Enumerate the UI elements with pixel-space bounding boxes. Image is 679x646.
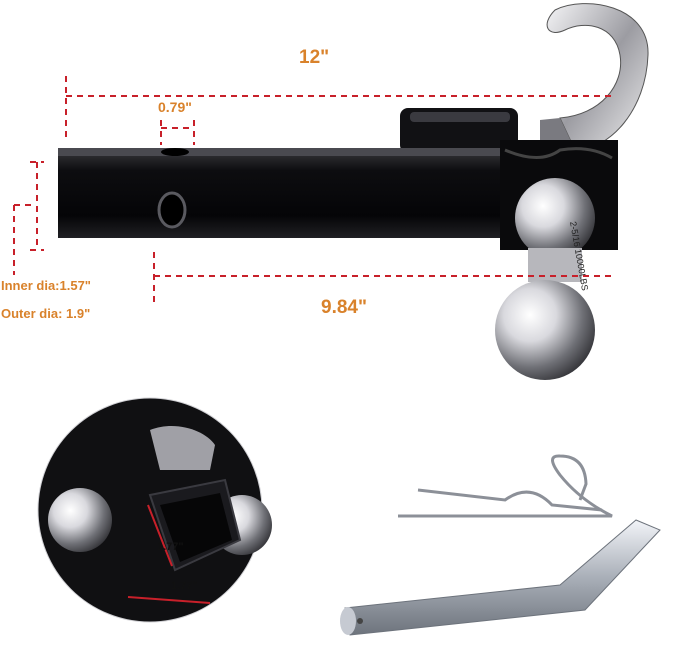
label-overall-length: 12" [299, 47, 329, 68]
label-shank-length: 9.84" [321, 297, 367, 318]
label-hole-diameter: 0.79" [158, 99, 192, 115]
label-inner-dia: Inner dia:1.57" [1, 278, 91, 293]
label-outer-dia: Outer dia: 1.9" [1, 306, 90, 321]
pin-hole-top [161, 148, 189, 156]
dimension-lines [13, 76, 615, 305]
receiver-closeup [37, 397, 272, 623]
tow-hook [540, 3, 649, 160]
pin-hole-side [157, 191, 187, 229]
label-tube-width: 1.77" [171, 580, 198, 592]
hitch-pin [340, 519, 661, 636]
hitch-pin-clip [398, 454, 613, 518]
label-tube-height: 1.77" [157, 541, 184, 553]
hitch-balls: 2-5/16 10000LBS [495, 178, 595, 380]
